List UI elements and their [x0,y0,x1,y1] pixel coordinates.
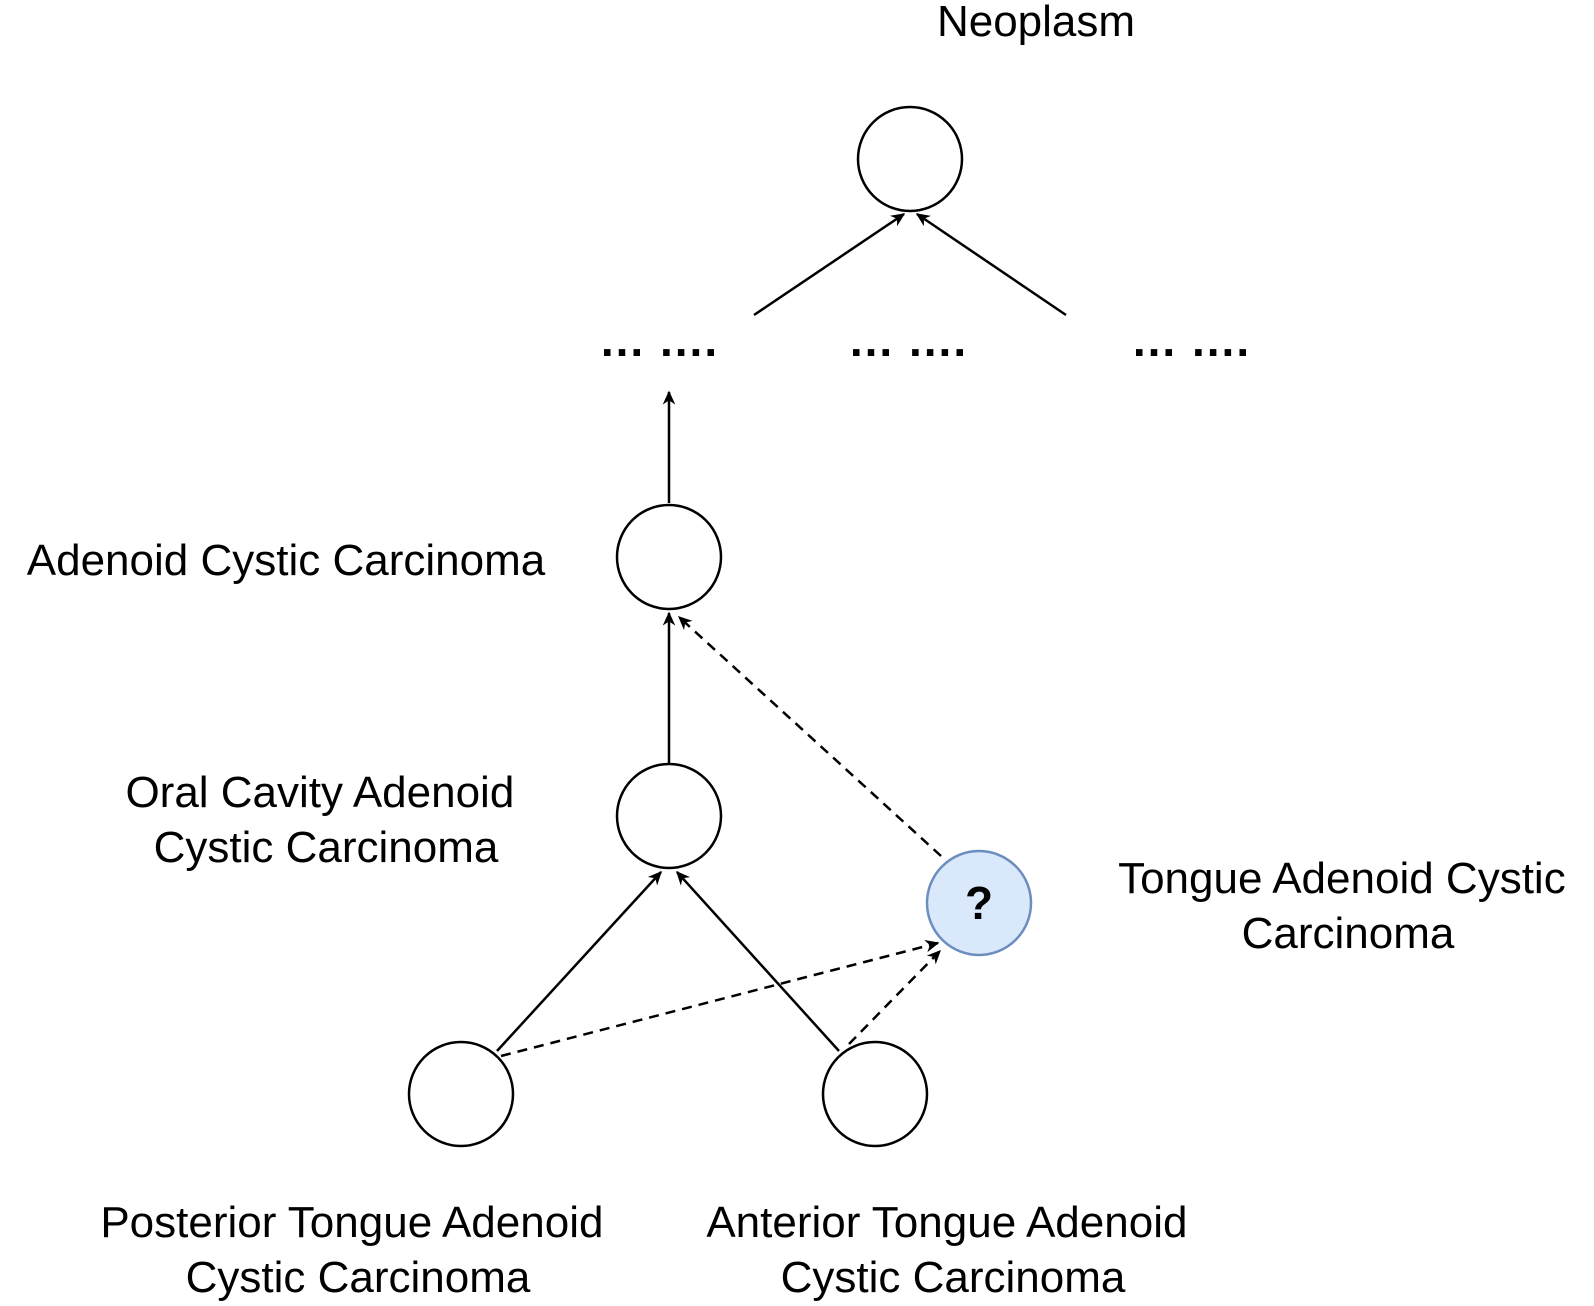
node-posterior-tongue [407,1040,515,1148]
node-adenoid-cystic-carcinoma [615,503,723,611]
node-neoplasm [856,105,964,213]
edges [496,212,1067,1058]
ellipsis-2: ... .... [850,314,968,366]
node-oral-cavity [615,762,723,870]
label-oral-cavity: Oral Cavity Adenoid Cystic Carcinoma [125,768,526,872]
query-mark: ? [965,877,993,929]
label-tongue: Tongue Adenoid Cystic Carcinoma [1118,854,1578,958]
label-neoplasm: Neoplasm [937,0,1135,46]
edge-anterior-to-oral [676,870,840,1052]
edge-right-to-neoplasm [915,212,1067,317]
edge-posterior-to-oral [496,870,662,1052]
edge-left-to-neoplasm [753,212,906,317]
ellipsis-3: ... .... [1133,314,1251,366]
label-anterior-tongue: Anterior Tongue Adenoid Cystic Carcinoma [706,1198,1199,1302]
label-adenoid-cystic-carcinoma: Adenoid Cystic Carcinoma [27,536,546,585]
node-tongue-query [925,849,1033,957]
label-posterior-tongue: Posterior Tongue Adenoid Cystic Carcinom… [100,1198,615,1302]
edge-tongue-to-adenoid-dashed [677,616,942,857]
node-anterior-tongue [821,1040,929,1148]
edge-anterior-to-tongue-dashed [848,949,941,1045]
edge-posterior-to-tongue-dashed [500,940,940,1058]
ellipsis-1: ... .... [601,314,719,366]
